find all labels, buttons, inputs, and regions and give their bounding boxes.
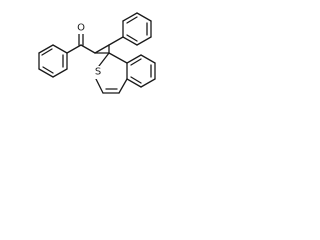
structure-diagram: O: [38, 12, 156, 94]
bond: [38, 68, 54, 78]
double-bond-inner: [130, 58, 142, 66]
bond: [52, 44, 68, 54]
bond: [38, 44, 54, 54]
bond: [80, 44, 96, 54]
carbonyl-group: O: [66, 22, 96, 54]
double-bond-inner: [41, 48, 53, 56]
double-bond-inner: [130, 76, 142, 84]
double-bond-inner: [126, 16, 138, 24]
bond: [118, 78, 128, 94]
bond: [95, 78, 104, 94]
oxygen-label-bg: [75, 22, 87, 34]
bond: [122, 12, 138, 22]
bond: [98, 52, 110, 67]
right-phenyl-ring: [94, 12, 152, 54]
bond: [140, 78, 156, 88]
bond: [108, 36, 124, 46]
bond: [140, 54, 156, 64]
bond: [122, 36, 138, 46]
bond: [136, 12, 152, 22]
bond: [94, 44, 110, 54]
bond: [126, 54, 142, 64]
sulfur-label-bg: [92, 66, 104, 79]
double-bond-inner: [126, 34, 138, 42]
bond: [136, 36, 152, 46]
left-phenyl-ring: [38, 44, 68, 78]
double-bond-inner: [42, 66, 54, 74]
oxygen-label: O: [77, 23, 85, 34]
bond: [126, 78, 142, 88]
sulfur-label: S: [95, 67, 101, 78]
bond: [66, 44, 82, 54]
bond: [52, 68, 68, 78]
thiochromene-ring: S: [92, 44, 156, 94]
bond: [108, 52, 128, 64]
